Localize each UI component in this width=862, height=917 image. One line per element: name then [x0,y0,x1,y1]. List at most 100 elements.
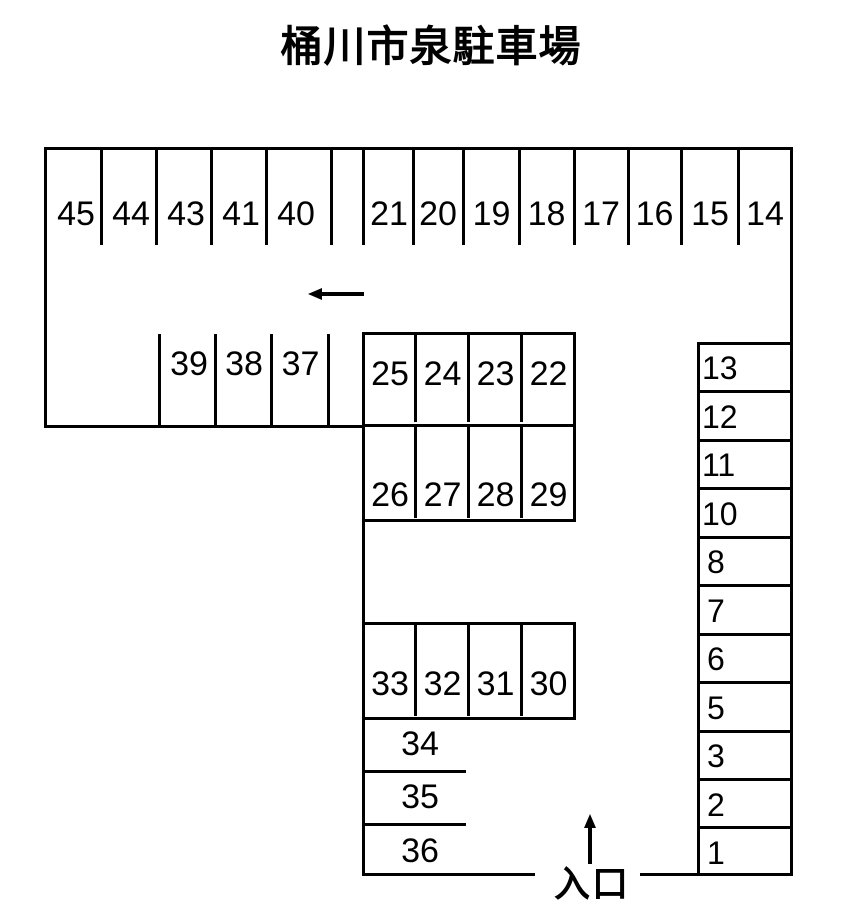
stall-14[interactable]: 14 [746,195,784,233]
top-row-divider [680,150,683,245]
center-block-mid-border [362,424,576,427]
top-row-divider [100,150,103,245]
stall-34[interactable]: 34 [401,725,439,763]
center-block-divider [414,334,417,422]
top-row-divider [362,150,365,245]
stall-38[interactable]: 38 [225,345,263,383]
stall-21[interactable]: 21 [370,195,408,233]
center-block-divider [467,426,470,518]
center-block-left-border [362,332,365,522]
stall-3[interactable]: 3 [707,738,725,774]
entrance-label: 入口 [554,863,631,904]
stall-5[interactable]: 5 [707,690,725,726]
upper-region-right-border [790,147,793,345]
right-column-divider [697,681,793,684]
stall-22[interactable]: 22 [529,355,568,393]
center-block-divider [467,334,470,422]
right-column-divider [697,584,793,587]
stall-37[interactable]: 37 [281,345,320,383]
center-block-bottom-border [362,519,576,522]
top-row-divider [573,150,576,245]
stall-7[interactable]: 7 [707,593,725,629]
stall-13[interactable]: 13 [702,350,738,386]
stall-40[interactable]: 40 [277,195,315,233]
lower-block-right-border [573,622,576,717]
stall-15[interactable]: 15 [691,195,729,233]
lower-block-top-border [362,622,576,625]
right-column-left-border [697,342,700,875]
stall-33[interactable]: 33 [371,665,409,703]
stall-30[interactable]: 30 [529,665,568,703]
top-row-divider [737,150,740,245]
arrow-left-icon [308,288,364,300]
stall-45[interactable]: 45 [57,195,95,233]
arrow-up-icon [584,814,596,864]
center-block-divider [520,334,523,422]
right-column-divider [697,487,793,490]
right-column-bottom-border [697,873,793,876]
center-block-divider [414,426,417,518]
upper-left-region-left-border [44,147,47,428]
middle-row-divider [327,334,330,426]
stall-25[interactable]: 25 [371,355,409,393]
top-row-divider [412,150,415,245]
top-row-divider [462,150,465,245]
right-column-divider [697,826,793,829]
bottom-border-left-segment [362,873,535,876]
stall-43[interactable]: 43 [167,195,205,233]
right-column-divider [697,536,793,539]
stall-10[interactable]: 10 [702,496,738,532]
lower-stack-divider [362,823,466,826]
middle-row-divider [158,334,161,426]
right-column-divider [697,342,793,345]
stall-1[interactable]: 1 [707,835,725,871]
stall-31[interactable]: 31 [476,665,515,703]
upper-region-top-border [44,147,793,150]
top-row-divider [155,150,158,245]
stall-29[interactable]: 29 [529,476,568,514]
top-row-divider [627,150,630,245]
stall-44[interactable]: 44 [112,195,150,233]
stall-16[interactable]: 16 [635,195,674,233]
right-column-divider [697,439,793,442]
stall-28[interactable]: 28 [476,476,515,514]
right-column-divider [697,778,793,781]
stall-8[interactable]: 8 [707,544,725,580]
lower-block-bottom-border [362,717,576,720]
upper-left-region-bottom-border [44,425,365,428]
stall-24[interactable]: 24 [423,355,462,393]
stall-18[interactable]: 18 [527,195,566,233]
lower-block-divider [520,624,523,716]
stall-17[interactable]: 17 [582,195,620,233]
right-column-divider [697,390,793,393]
stall-2[interactable]: 2 [707,787,725,823]
top-row-divider [265,150,268,245]
top-row-divider [518,150,521,245]
lower-stack-divider [362,770,466,773]
stall-23[interactable]: 23 [476,355,515,393]
lower-block-divider [414,624,417,716]
stall-19[interactable]: 19 [472,195,511,233]
top-row-divider [210,150,213,245]
top-row-divider [330,150,333,245]
stall-6[interactable]: 6 [707,641,725,677]
right-column-right-border [790,342,793,875]
stall-27[interactable]: 27 [423,476,462,514]
bottom-border-right-segment [640,873,697,876]
middle-row-divider [270,334,273,426]
stall-39[interactable]: 39 [170,345,208,383]
stall-26[interactable]: 26 [371,476,409,514]
lower-block-divider [467,624,470,716]
stall-20[interactable]: 20 [419,195,457,233]
stall-36[interactable]: 36 [401,832,439,870]
stall-35[interactable]: 35 [401,778,439,816]
stall-32[interactable]: 32 [423,665,462,703]
stall-11[interactable]: 11 [702,447,736,483]
middle-row-divider [214,334,217,426]
stall-41[interactable]: 41 [222,195,260,233]
right-column-divider [697,633,793,636]
stall-12[interactable]: 12 [702,399,738,435]
center-block-divider [520,426,523,518]
page-title: 桶川市泉駐車場 [280,23,582,70]
